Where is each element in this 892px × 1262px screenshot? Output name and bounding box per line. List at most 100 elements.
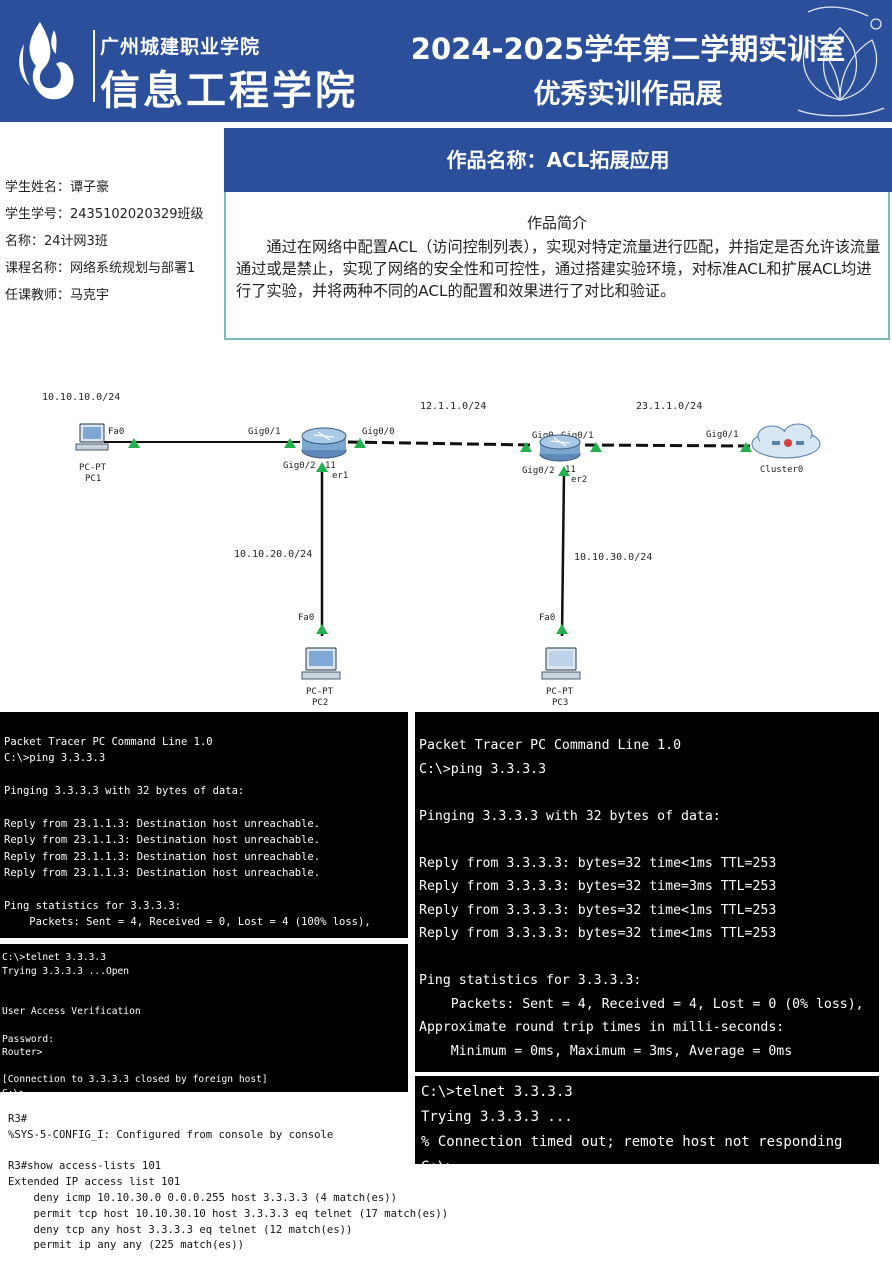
exhibition-title: 优秀实训作品展	[533, 79, 723, 110]
terminal-line	[2, 1019, 408, 1033]
net-label-10-10-10: 10.10.10.0/24	[42, 392, 120, 403]
terminal-line: C:\>telnet 3.3.3.3	[2, 952, 106, 963]
terminal-line	[419, 828, 879, 852]
lotus-decoration-icon	[797, 6, 885, 117]
net-label-10-10-30: 10.10.30.0/24	[574, 552, 652, 563]
terminal-line: Pinging 3.3.3.3 with 32 bytes of data:	[4, 785, 245, 798]
cluster-cloud-icon[interactable]	[751, 423, 821, 459]
terminal-line: %SYS-5-CONFIG_I: Configured from console…	[8, 1128, 334, 1141]
pc3-icon[interactable]	[541, 647, 581, 680]
terminal-line: Pinging 3.3.3.3 with 32 bytes of data:	[419, 808, 721, 824]
pc1-name: PC1	[85, 474, 101, 484]
terminal-line: Packets: Sent = 4, Received = 0, Lost = …	[4, 916, 371, 929]
terminal-line: C:\>ping 3.3.3.3	[419, 761, 547, 777]
terminal-line: C:\>	[421, 1155, 879, 1164]
terminal-line	[8, 1144, 414, 1160]
intro-heading: 作品简介	[526, 214, 587, 232]
terminal-line: Reply from 23.1.1.3: Destination host un…	[4, 867, 321, 880]
terminal-line: Extended IP access list 101	[8, 1176, 181, 1189]
terminal-line: Router>	[2, 1047, 43, 1059]
port-r2-gig01: Gig0/1	[561, 431, 594, 441]
terminal-line: R3#	[8, 1113, 28, 1125]
net-label-12-1-1: 12.1.1.0/24	[420, 401, 486, 412]
semester-title: 2024-2025学年第二学期实训室	[410, 32, 846, 66]
port-r1-gig01: Gig0/1	[248, 427, 281, 437]
port-markers	[128, 438, 752, 634]
link-r2-pc3	[560, 471, 566, 637]
port-r1-gig02: Gig0/2	[283, 461, 316, 471]
terminal-line: R3#show access-lists 101	[8, 1160, 162, 1173]
terminal-line: Reply from 23.1.1.3: Destination host un…	[4, 834, 321, 847]
cluster-name: Cluster0	[760, 465, 803, 475]
port-pc2-fa0: Fa0	[298, 613, 314, 623]
terminal-line: Ping statistics for 3.3.3.3:	[4, 900, 182, 913]
student-name: 学生姓名：谭子豪	[5, 180, 110, 195]
college-logo-icon	[19, 22, 74, 100]
terminal-line: Packet Tracer PC Command Line 1.0	[4, 736, 213, 748]
terminal-line: Packet Tracer PC Command Line 1.0	[419, 738, 682, 753]
terminal-line: Reply from 3.3.3.3: bytes=32 time<1ms TT…	[419, 926, 777, 941]
port-pc1-fa0: Fa0	[108, 427, 124, 437]
terminal-line: Password:	[2, 1033, 54, 1045]
terminal-line: Trying 3.3.3.3 ...Open	[2, 965, 130, 977]
link-r1-r2	[347, 440, 533, 447]
terminal-line: deny tcp any host 3.3.3.3 eq telnet (12 …	[8, 1223, 353, 1236]
terminal-line: Reply from 3.3.3.3: bytes=32 time=3ms TT…	[419, 879, 777, 894]
terminal-line: Approximate round trip times in milli-se…	[419, 1020, 785, 1035]
terminal-line: Reply from 3.3.3.3: bytes=32 time<1ms TT…	[419, 902, 777, 918]
terminal-line: permit ip any any (225 match(es))	[8, 1239, 245, 1252]
r2-name-fragment: er2	[571, 475, 587, 485]
port-pc3-fa0: Fa0	[539, 613, 555, 623]
r1-name-fragment: er1	[332, 471, 348, 481]
network-topology-diagram: 10.10.10.0/24 12.1.1.0/24 23.1.1.0/24 10…	[42, 392, 821, 708]
terminal-line: User Access Verification	[2, 1006, 141, 1018]
port-r2-gig02: Gig0/2	[522, 466, 555, 476]
terminal-line: permit tcp host 10.10.30.10 host 3.3.3.3…	[8, 1207, 449, 1220]
port-cluster-gig01: Gig0/1	[706, 430, 739, 440]
pc2-icon[interactable]	[301, 647, 341, 680]
pc3-name: PC3	[552, 698, 568, 708]
intro-text: 通过在网络中配置ACL（访问控制列表），实现对特定流量进行匹配，并指定是否允许该…	[236, 238, 881, 300]
router1-icon[interactable]	[301, 427, 347, 459]
page-header: 广州城建职业学院 信息工程学院 2024-2025学年第二学期实训室 优秀实训作…	[0, 0, 892, 122]
school-name: 广州城建职业学院	[100, 36, 261, 58]
pc3-type: PC-PT	[546, 687, 574, 697]
terminal-line: deny icmp 10.10.30.0 0.0.0.255 host 3.3.…	[8, 1191, 398, 1204]
terminal-line: Packets: Sent = 4, Received = 4, Lost = …	[419, 996, 864, 1012]
header-divider	[93, 30, 95, 102]
terminal-line	[4, 767, 408, 783]
terminal-line: Minimum = 0ms, Maximum = 3ms, Average = …	[419, 1043, 793, 1059]
net-label-23-1-1: 23.1.1.0/24	[636, 401, 702, 412]
terminal-line: Trying 3.3.3.3 ...	[421, 1109, 573, 1125]
port-r1-gig00: Gig0/0	[362, 427, 395, 437]
terminal-line	[419, 781, 879, 805]
intro-box: 作品简介 通过在网络中配置ACL（访问控制列表），实现对特定流量进行匹配，并指定…	[224, 192, 890, 340]
pc2-type: PC-PT	[306, 687, 334, 697]
class-name: 名称：24计网3班	[5, 234, 108, 249]
work-title: 作品名称：ACL拓展应用	[224, 128, 892, 192]
pc1-icon[interactable]	[75, 423, 109, 451]
terminal-line: C:\>	[2, 1087, 408, 1092]
router2-icon[interactable]	[539, 434, 581, 462]
terminal-line: Reply from 23.1.1.3: Destination host un…	[4, 850, 321, 863]
port-r2-gig0: Gig0	[532, 431, 554, 441]
pc1-type: PC-PT	[79, 463, 107, 473]
teacher-name: 任课教师：马克宇	[5, 288, 110, 303]
r1-num-fragment: 11	[325, 461, 336, 471]
course-name: 课程名称：网络系统规划与部署1	[5, 261, 196, 276]
net-label-10-10-20: 10.10.20.0/24	[234, 549, 312, 560]
router-r3-acl-output: R3# %SYS-5-CONFIG_I: Configured from cons…	[0, 1096, 449, 1262]
pc2-name: PC2	[312, 698, 328, 708]
terminal-line	[4, 800, 408, 816]
student-id: 学生学号：2435102020329班级	[5, 207, 204, 222]
terminal-line	[4, 882, 408, 898]
terminal-line: C:\>ping 3.3.3.3	[4, 752, 106, 765]
terminal-line: Ping statistics for 3.3.3.3:	[419, 973, 642, 988]
terminal-line: % Connection timed out; remote host not …	[421, 1134, 843, 1150]
terminal-line	[2, 1060, 408, 1074]
terminal-line	[419, 946, 879, 970]
